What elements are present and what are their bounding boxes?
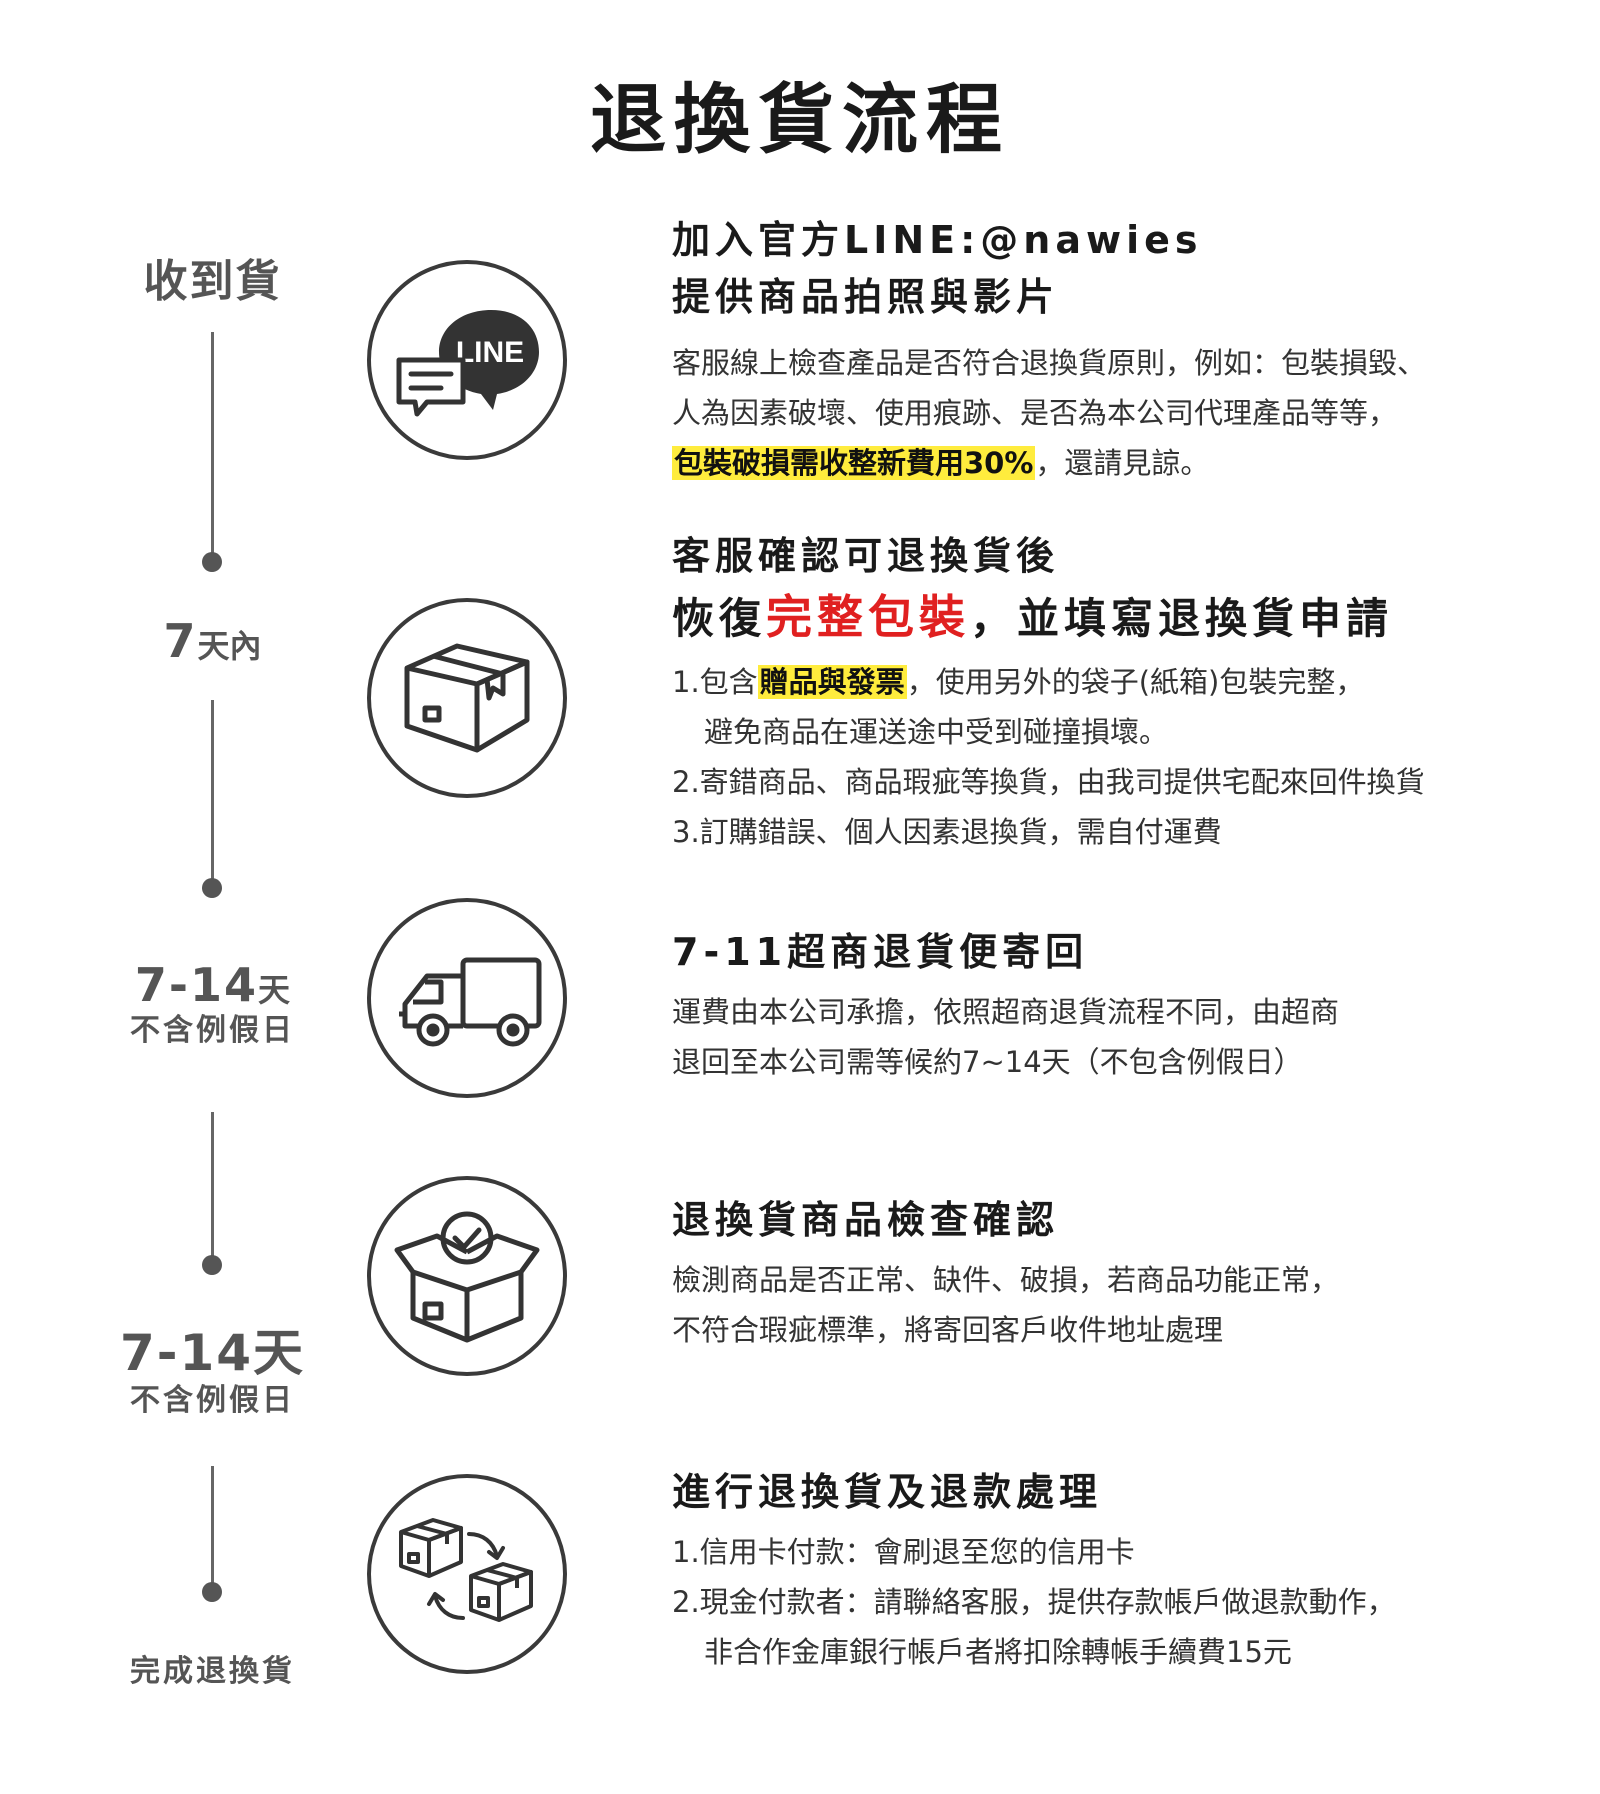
step-1: 加入官方LINE:@nawies 提供商品拍照與影片 客服線上檢查產品是否符合退… xyxy=(672,212,1532,488)
timeline-line xyxy=(211,1466,214,1588)
step-5-item-2-cont: 非合作金庫銀行帳戶者將扣除轉帳手續費15元 xyxy=(704,1635,1292,1669)
box-exchange-icon xyxy=(367,1474,567,1674)
step-5-heading: 進行退換貨及退款處理 xyxy=(672,1470,1103,1514)
timeline-dot xyxy=(202,1255,222,1275)
step-5-item-2: 2.現金付款者：請聯絡客服，提供存款帳戶做退款動作， xyxy=(672,1585,1396,1619)
timeline-label-received: 收到貨 xyxy=(143,256,282,307)
step-3-body-line2: 退回至本公司需等候約7~14天（不包含例假日） xyxy=(672,1045,1303,1079)
timeline-dot xyxy=(202,878,222,898)
timeline-label-seven-days: 7天內 xyxy=(90,616,335,667)
range2-note: 不含例假日 xyxy=(130,1383,295,1418)
step-2-heading-line1: 客服確認可退換貨後 xyxy=(672,534,1060,578)
step-4-body-line2: 不符合瑕疵標準，將寄回客戶收件地址處理 xyxy=(672,1313,1224,1347)
step-2-item-2: 2.寄錯商品、商品瑕疵等換貨，由我司提供宅配來回件換貨 xyxy=(672,765,1425,800)
step-1-body-line3: 包裝破損需收整新費用30%，還請見諒。 xyxy=(672,438,1532,488)
open-box-check-icon xyxy=(367,1176,567,1376)
step-1-body-line1: 客服線上檢查產品是否符合退換貨原則，例如：包裝損毀、 xyxy=(672,346,1427,380)
seven-days-unit: 天內 xyxy=(197,627,262,665)
range1-number: 7-14 xyxy=(134,958,259,1012)
range1-unit: 天 xyxy=(258,971,291,1009)
step-2-heading-red: 完整包裝 xyxy=(766,590,971,644)
timeline-label-done: 完成退換貨 xyxy=(130,1654,295,1689)
step-2-item-1-highlight: 贈品與發票 xyxy=(757,665,907,700)
step-2-item-1-cont: 避免商品在運送途中受到碰撞損壞。 xyxy=(704,715,1169,750)
timeline-dot xyxy=(202,1582,222,1602)
step-2: 客服確認可退換貨後 恢復完整包裝，並填寫退換貨申請 1.包含贈品與發票，使用另外… xyxy=(672,528,1532,857)
step-2-item-1-a: 1.包含 xyxy=(672,665,758,700)
step-2-heading-b: ，並填寫退換貨申請 xyxy=(970,594,1394,643)
step-4-body-line1: 檢測商品是否正常、缺件、破損，若商品功能正常， xyxy=(672,1263,1340,1297)
timeline-line xyxy=(211,1112,214,1262)
delivery-truck-icon xyxy=(367,898,567,1098)
step-1-body-line3-rest: ，還請見諒。 xyxy=(1035,446,1210,480)
step-2-item-1-b: ，使用另外的袋子(紙箱)包裝完整， xyxy=(906,665,1365,700)
step-3-heading: 7-11超商退貨便寄回 xyxy=(672,930,1089,974)
step-1-body-line2: 人為因素破壞、使用痕跡、是否為本公司代理產品等等， xyxy=(672,396,1398,430)
step-2-heading-a: 恢復 xyxy=(672,594,767,643)
timeline-dot xyxy=(202,552,222,572)
step-3: 7-11超商退貨便寄回 運費由本公司承擔，依照超商退貨流程不同，由超商 退回至本… xyxy=(672,924,1532,1087)
timeline-line xyxy=(211,700,214,888)
step-5-item-1: 1.信用卡付款：會刷退至您的信用卡 xyxy=(672,1535,1135,1569)
step-2-item-1: 1.包含贈品與發票，使用另外的袋子(紙箱)包裝完整， xyxy=(672,657,1532,707)
range2-number: 7-14天 xyxy=(119,1324,306,1382)
page-title: 退換貨流程 xyxy=(590,75,1010,164)
step-1-highlight: 包裝破損需收整新費用30% xyxy=(672,446,1036,480)
step-3-body-line1: 運費由本公司承擔，依照超商退貨流程不同，由超商 xyxy=(672,995,1340,1029)
step-4: 退換貨商品檢查確認 檢測商品是否正常、缺件、破損，若商品功能正常， 不符合瑕疵標… xyxy=(672,1192,1532,1355)
step-4-heading: 退換貨商品檢查確認 xyxy=(672,1198,1060,1242)
step-2-item-3: 3.訂購錯誤、個人因素退換貨，需自付運費 xyxy=(672,815,1222,850)
seven-days-number: 7 xyxy=(163,614,198,668)
timeline-label-range2: 7-14天 不含例假日 xyxy=(90,1326,335,1420)
timeline-line xyxy=(211,332,214,560)
step-1-heading-line2: 提供商品拍照與影片 xyxy=(672,275,1060,319)
step-5: 進行退換貨及退款處理 1.信用卡付款：會刷退至您的信用卡 2.現金付款者：請聯絡… xyxy=(672,1464,1532,1677)
range1-note: 不含例假日 xyxy=(130,1013,295,1048)
package-box-icon xyxy=(367,598,567,798)
step-2-heading-line2: 恢復完整包裝，並填寫退換貨申請 xyxy=(672,585,1532,649)
line-logo-text: LINE xyxy=(456,336,524,369)
timeline-label-range1: 7-14天 不含例假日 xyxy=(90,960,335,1050)
line-chat-icon: LINE xyxy=(367,260,567,460)
step-1-heading-line1: 加入官方LINE:@nawies xyxy=(672,218,1203,262)
